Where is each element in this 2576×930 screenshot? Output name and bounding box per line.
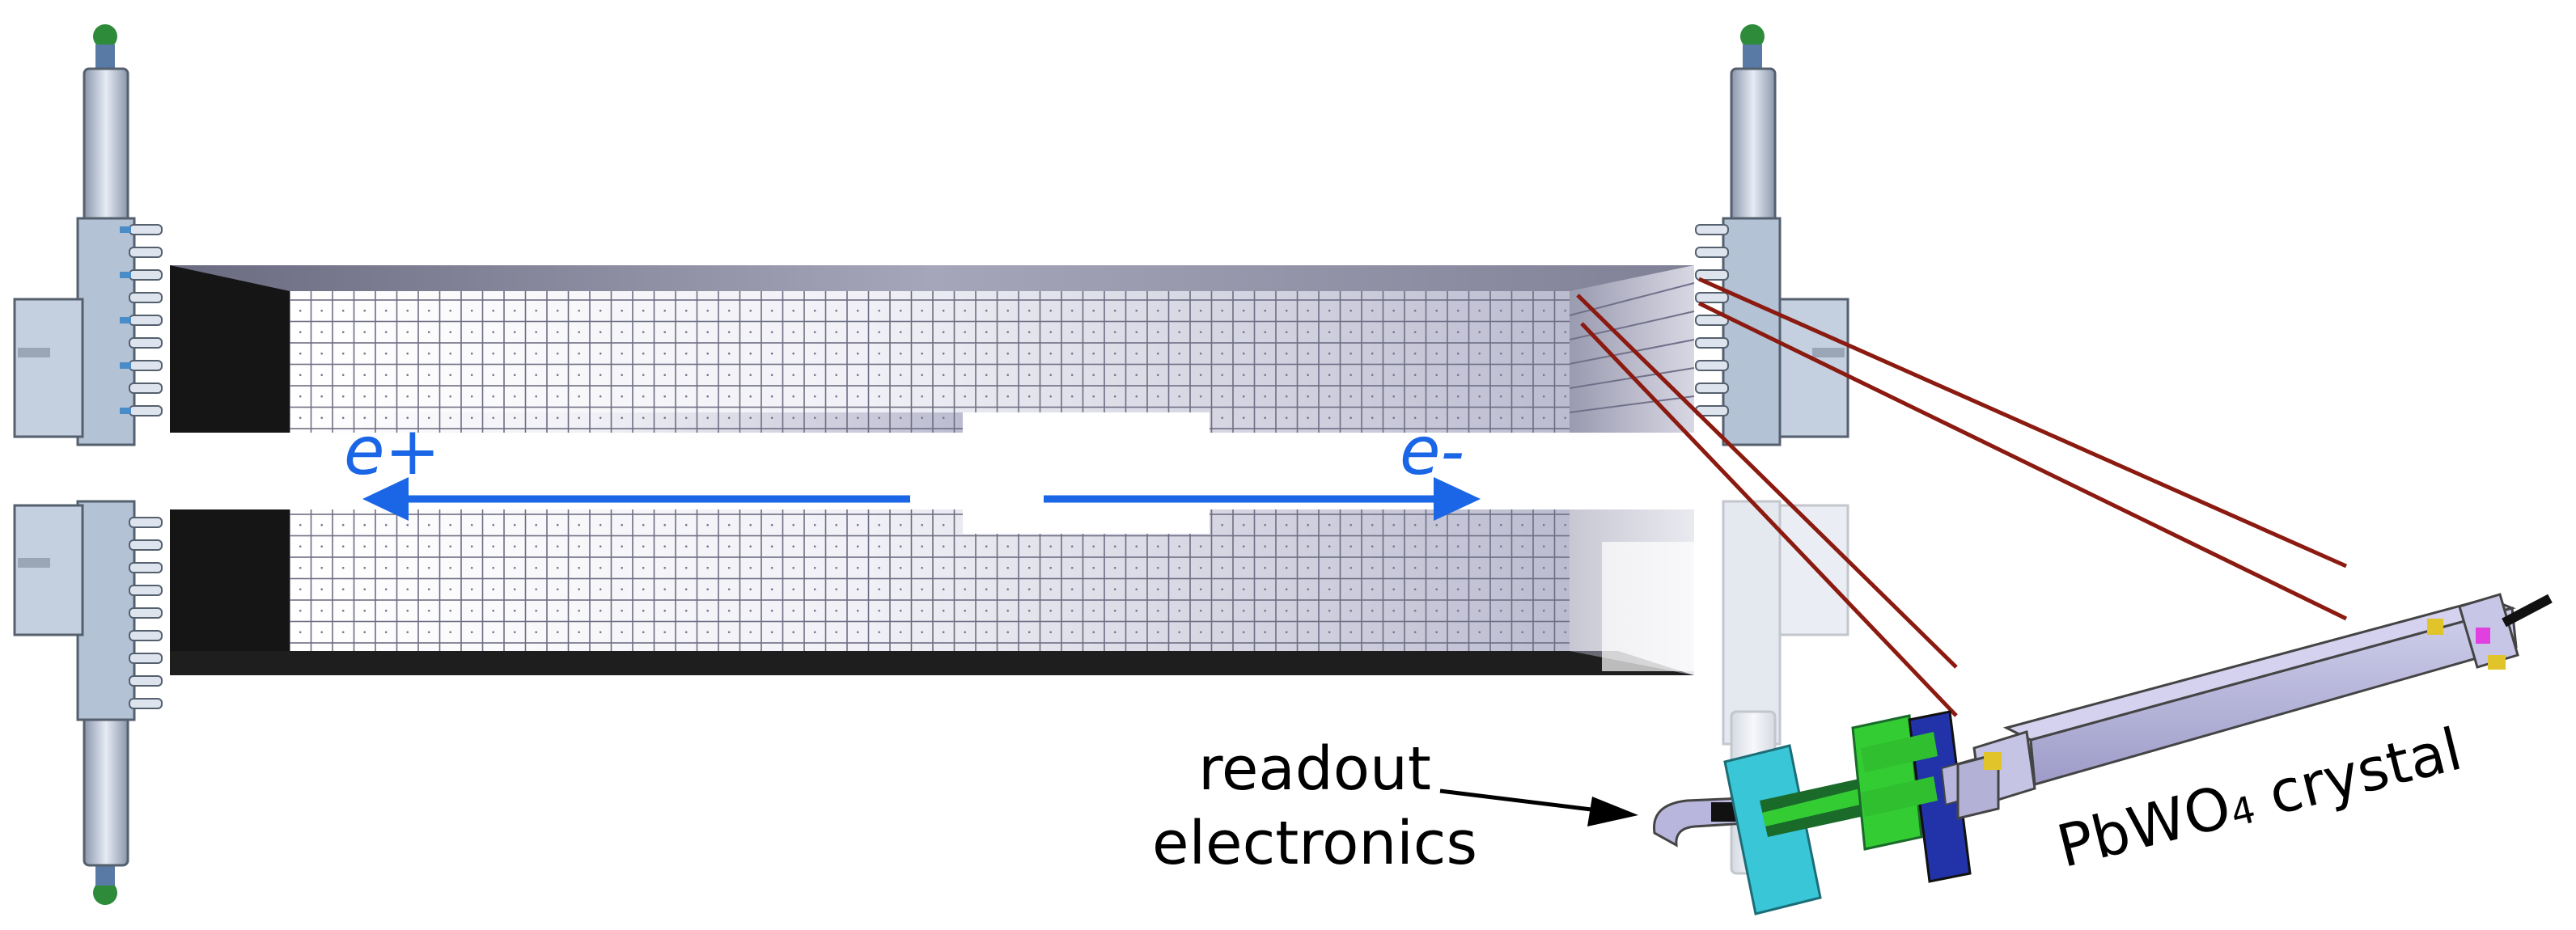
pbwo4-crystal-module	[1956, 593, 2553, 820]
readout-label-line1: readout	[1198, 734, 1431, 804]
left-support-bottom	[13, 500, 163, 905]
readout-label-line2: electronics	[1151, 809, 1478, 878]
right-support-top	[1695, 24, 1849, 446]
left-support-top	[13, 24, 163, 446]
readout-pointer-arrow	[1439, 788, 1638, 826]
beam-arrows	[362, 477, 1481, 521]
positron-label: e+	[344, 413, 441, 490]
leader-lines	[1576, 277, 2348, 717]
upper-crystal-array	[170, 265, 1695, 433]
lower-crystal-array	[170, 509, 1694, 675]
readout-electronics-module	[1653, 710, 2004, 915]
electron-label: e-	[1400, 413, 1465, 490]
readout-electronics-label: readout electronics	[1112, 732, 1517, 881]
